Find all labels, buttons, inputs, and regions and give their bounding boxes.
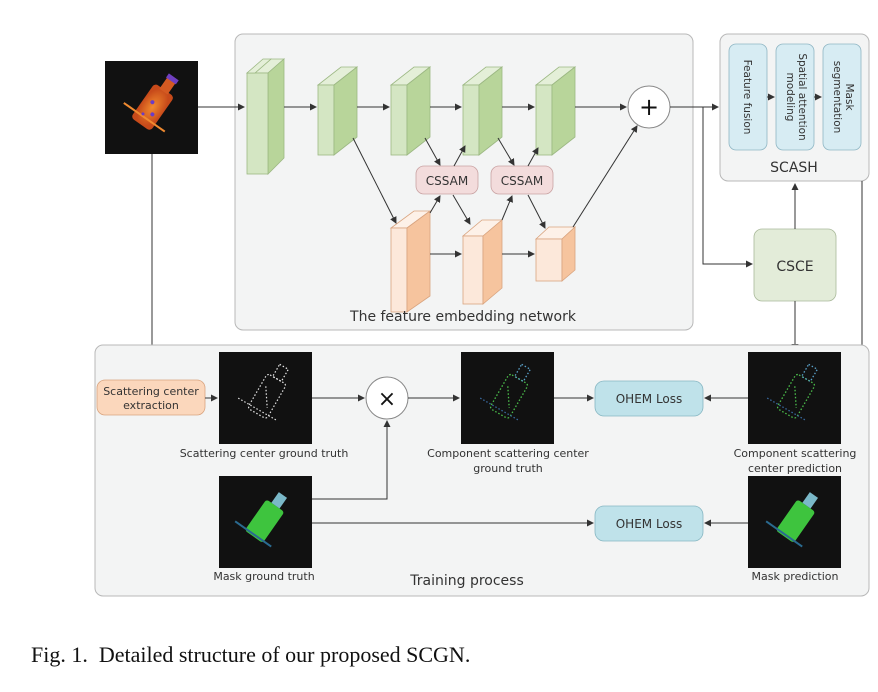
component-pred-caption-line1: Component scattering [734,447,857,460]
encoder-feature-map-4 [461,66,504,156]
component-pred-caption-line2: center prediction [748,462,842,475]
scattering-center-gt-image [219,352,312,444]
encoder-feature-map-2 [316,66,359,156]
scattering-center-gt-caption: Scattering center ground truth [180,447,349,460]
figure-caption: Fig. 1. Detailed structure of our propos… [31,642,471,667]
extraction-label-line1: Scattering center [103,385,199,398]
training-process-title: Training process [409,573,524,589]
mask-prediction-caption: Mask prediction [751,570,838,583]
feature-fusion-label: Feature fusion [741,60,753,135]
ohem-loss-bottom-label: OHEM Loss [616,517,683,531]
scash-title: SCASH [770,160,818,176]
cssam-label-1: CSSAM [426,174,468,188]
component-gt-caption-line2: ground truth [473,462,543,475]
cssam-block-1: CSSAM [415,165,479,195]
branch-feature-map-2 [461,219,504,305]
input-sar-image [105,61,198,154]
extraction-label-line2: extraction [123,399,179,412]
ohem-loss-top: OHEM Loss [594,380,704,417]
spatial-attention-label-line1: Spatial attention [796,53,808,140]
embedding-arrows [198,103,638,258]
mask-gt-caption: Mask ground truth [213,570,314,583]
sum-symbol: + [639,93,659,121]
component-scattering-prediction-image [748,352,841,444]
scash-step-feature-fusion: Feature fusion [728,43,768,151]
cssam-block-2: CSSAM [490,165,554,195]
sum-operator: + [627,85,671,129]
embedding-network-title: The feature embedding network [349,309,577,325]
branch-feature-map-1 [389,210,432,313]
branch-feature-map-3 [534,226,577,282]
encoder-feature-map-3 [389,66,432,156]
mask-prediction-image [748,476,841,568]
scash-step-spatial-attention: Spatial attention modeling [775,43,815,151]
mask-segmentation-label-line1: Mask [843,83,855,111]
mask-segmentation-label-line2: segmentation [831,61,843,134]
csce-label: CSCE [776,259,813,275]
scash-step-mask-segmentation: Mask segmentation [822,43,862,151]
training-arrows [205,394,748,527]
cssam-label-2: CSSAM [501,174,543,188]
spatial-attention-label-line2: modeling [784,73,796,122]
ohem-loss-top-label: OHEM Loss [616,392,683,406]
encoder-feature-map-5 [534,66,577,156]
encoder-feature-map-1 [245,58,286,175]
ohem-loss-bottom: OHEM Loss [594,505,704,542]
product-symbol: × [378,387,396,412]
product-operator: × [365,376,409,420]
component-gt-caption-line1: Component scattering center [427,447,589,460]
mask-gt-image [219,476,312,568]
scattering-center-extraction-block: Scattering center extraction [96,379,206,416]
scgn-architecture-diagram: CSSAM CSSAM + The feature embedding netw… [94,33,870,597]
csce-block: CSCE [753,228,837,302]
component-scattering-gt-image [461,352,554,444]
